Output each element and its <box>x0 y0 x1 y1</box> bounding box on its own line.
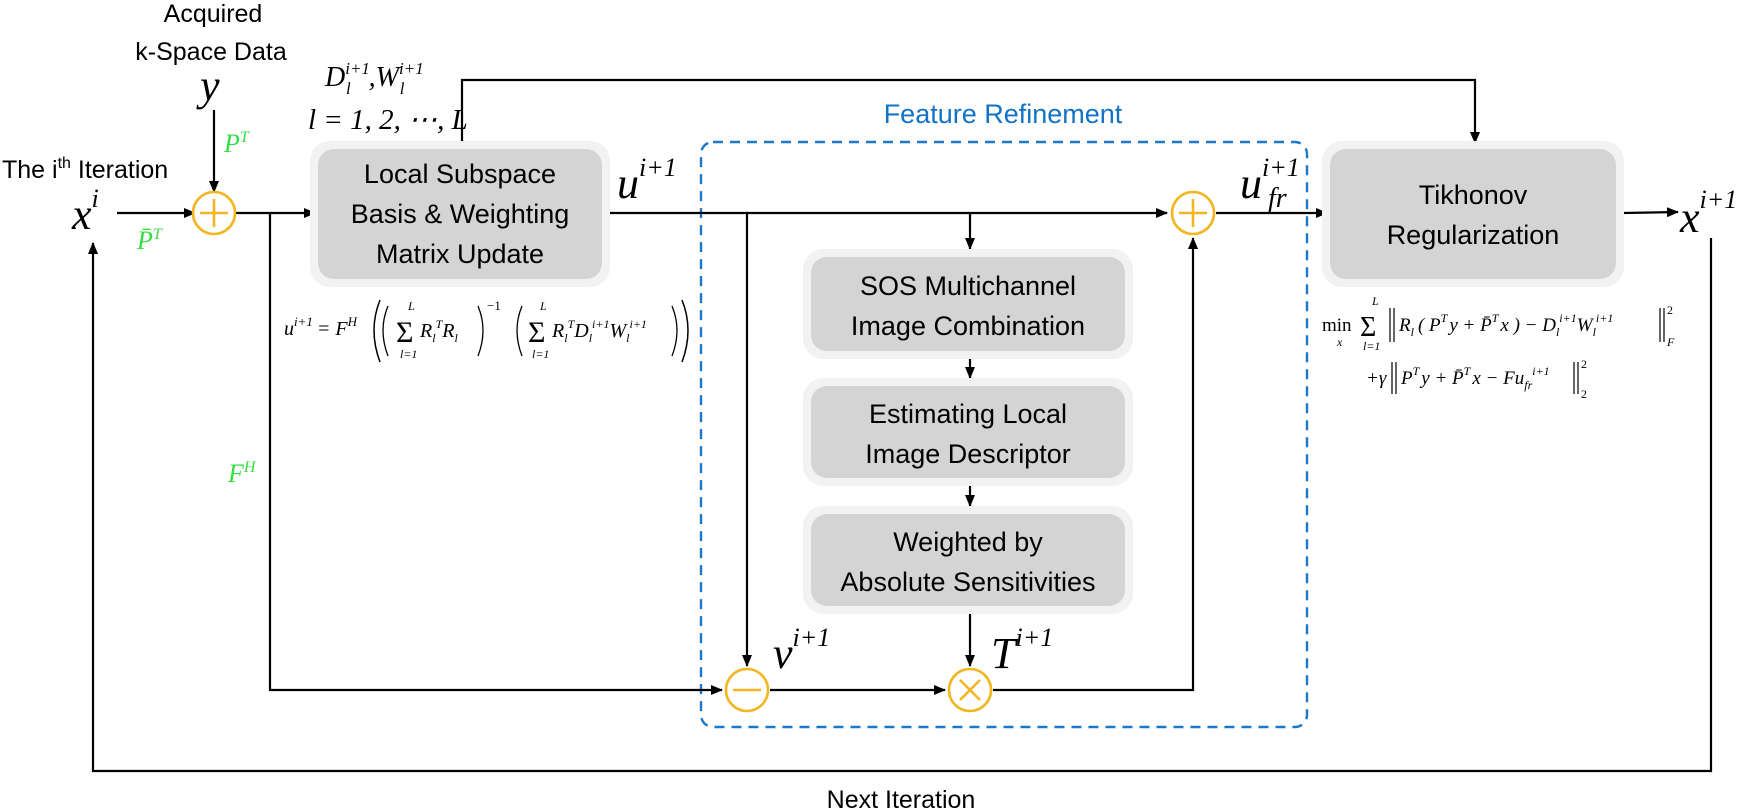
sos-block-line2: Image Combination <box>851 311 1085 341</box>
feature-refinement-title: Feature Refinement <box>884 99 1123 129</box>
descriptor-block-line2: Image Descriptor <box>865 439 1071 469</box>
iteration-label: The ith Iteration <box>2 155 168 184</box>
sum-node-refinement <box>1170 190 1216 236</box>
weighted-block-line1: Weighted by <box>893 527 1043 557</box>
svg-text:L: L <box>407 299 415 313</box>
svg-text:Σ: Σ <box>1360 312 1376 343</box>
sos-block-line1: SOS Multichannel <box>860 271 1076 301</box>
descriptor-block-line1: Estimating Local <box>869 399 1067 429</box>
arrow-fh-to-minus <box>268 213 723 695</box>
weighted-block-line2: Absolute Sensitivities <box>840 567 1095 597</box>
arrow-dw-to-tikhonov <box>460 78 1480 146</box>
symbol-u-i-plus-1: ui+1 <box>617 153 677 208</box>
projection-pbar-transpose: P̄T <box>136 226 163 255</box>
svg-text:2: 2 <box>1581 387 1587 401</box>
svg-text:Rl( PTy + P̄Tx ) − Dli+1Wli+1: Rl( PTy + P̄Tx ) − Dli+1Wli+1 <box>1398 311 1613 339</box>
minus-node <box>724 667 770 713</box>
symbol-x-i-plus-1: xi+1 <box>1679 185 1737 242</box>
svg-text:l=1: l=1 <box>400 347 417 361</box>
svg-text:L: L <box>1371 294 1379 308</box>
svg-text:Σ: Σ <box>528 316 545 349</box>
symbol-l-range: l = 1, 2, ⋯, L <box>308 104 468 136</box>
svg-text:2: 2 <box>1581 357 1587 371</box>
svg-text:ui+1= FH: ui+1= FH <box>284 314 358 340</box>
weighted-sensitivities-block: Weighted by Absolute Sensitivities <box>803 506 1133 614</box>
symbol-y: y <box>196 61 220 110</box>
svg-text:RlTRl: RlTRl <box>419 317 458 345</box>
sos-combination-block: SOS Multichannel Image Combination <box>803 249 1133 359</box>
arrow-next-iteration-loop <box>88 238 1713 773</box>
projection-p-transpose: PT <box>223 129 250 158</box>
tikhonov-block-line2: Regularization <box>1387 220 1560 250</box>
symbol-u-fr-i-plus-1: ui+1 <box>1240 153 1300 208</box>
u-update-equation: ui+1= FH L Σ l=1 RlTRl −1 L Σ l=1 RlTDli… <box>284 298 689 363</box>
svg-text:2: 2 <box>1667 303 1673 317</box>
svg-text:x: x <box>1336 335 1343 349</box>
sum-node-input <box>191 190 237 236</box>
feature-refinement-region <box>699 140 1309 729</box>
subspace-block-line2: Basis & Weighting <box>351 199 570 229</box>
symbol-u-fr-subscript: fr <box>1268 183 1287 214</box>
acquired-label-line1: Acquired <box>164 0 263 28</box>
svg-text:RlTDli+1Wli+1: RlTDli+1Wli+1 <box>551 317 647 345</box>
svg-text:L: L <box>539 299 547 313</box>
arrow-tikhonov-to-output <box>1622 207 1679 218</box>
subspace-block-line3: Matrix Update <box>376 239 544 269</box>
subspace-update-block: Local Subspace Basis & Weighting Matrix … <box>310 141 610 287</box>
svg-text:min: min <box>1322 315 1352 336</box>
symbol-t-i-plus-1: Ti+1 <box>991 623 1053 678</box>
next-iteration-label: Next Iteration <box>827 786 976 809</box>
arrow-times-to-plus <box>993 237 1198 692</box>
acquired-label-line2: k-Space Data <box>135 38 287 66</box>
inverse-fourier-label: FH <box>227 459 257 488</box>
svg-text:PTy + P̄Tx − Fufri+1: PTy + P̄Tx − Fufri+1 <box>1400 364 1550 392</box>
svg-text:F: F <box>1666 335 1675 349</box>
svg-text:−1: −1 <box>487 298 501 313</box>
tikhonov-block: Tikhonov Regularization <box>1322 141 1624 287</box>
svg-text:+γ: +γ <box>1366 368 1387 389</box>
symbol-x-i: xi <box>71 184 99 239</box>
svg-text:l=1: l=1 <box>532 347 549 361</box>
tikhonov-block-line1: Tikhonov <box>1419 180 1528 210</box>
svg-text:l=1: l=1 <box>1363 339 1380 353</box>
symbol-v-i-plus-1: vi+1 <box>773 623 830 678</box>
svg-text:Σ: Σ <box>396 316 413 349</box>
subspace-block-line1: Local Subspace <box>364 159 556 189</box>
descriptor-block: Estimating Local Image Descriptor <box>803 378 1133 486</box>
multiply-node <box>947 667 993 713</box>
